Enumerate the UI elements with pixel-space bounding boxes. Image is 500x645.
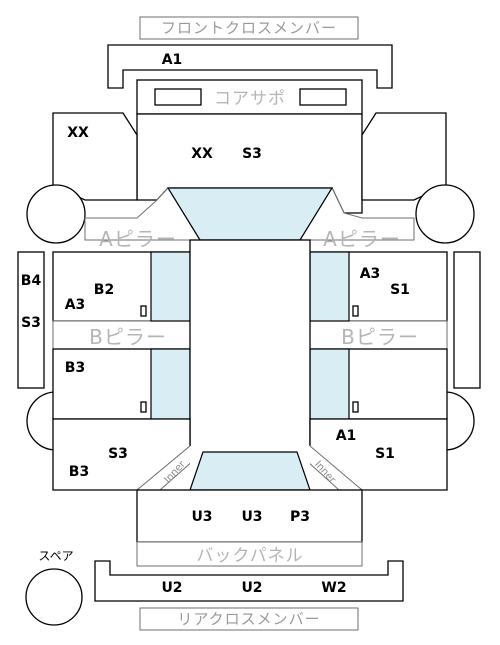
- back-panel-box: [136, 541, 363, 567]
- rear-cross-member-box: [139, 607, 359, 631]
- front-cross-bracket: [107, 44, 393, 89]
- spare-label: スペア: [38, 549, 73, 563]
- code-right-front-door-2: S1: [390, 282, 410, 298]
- back-panel-label: バックパネル: [196, 546, 303, 566]
- b-pillar-right-area: [309, 320, 448, 350]
- b-pillar-left-label: Bピラー: [89, 325, 167, 349]
- rear-cross-member-label: リアクロスメンバー: [177, 610, 320, 628]
- left-front-window: [150, 251, 191, 322]
- right-rear-door-handle: [352, 401, 359, 413]
- code-front-center-2: S3: [242, 146, 262, 162]
- code-left-rear-2: B3: [69, 464, 89, 480]
- right-front-door-handle: [352, 305, 359, 317]
- wheel-front-right: [415, 184, 475, 244]
- roof-panel: [189, 239, 311, 453]
- b-pillar-left-area: [52, 320, 191, 350]
- code-rear-cross-2: U2: [241, 580, 262, 596]
- core-support-slot-right: [299, 88, 347, 106]
- left-rocker-panel: [17, 251, 45, 389]
- right-front-window: [309, 251, 350, 322]
- code-left-rear-door: B3: [65, 360, 85, 376]
- core-support-slot-left: [154, 88, 202, 106]
- code-trunk-1: U3: [191, 509, 212, 525]
- code-front-center-1: XX: [191, 146, 213, 162]
- core-support-label: コアサポ: [214, 89, 286, 109]
- left-rear-door-handle: [140, 401, 147, 413]
- code-right-front-door-1: A3: [360, 266, 381, 282]
- wheel-front-left: [26, 184, 86, 244]
- rear-window: [189, 451, 311, 491]
- code-left-front-door-2: B2: [94, 282, 114, 298]
- trunk-lid: [136, 489, 363, 543]
- code-left-rear-1: S3: [108, 446, 128, 462]
- code-rear-cross-1: U2: [161, 580, 182, 596]
- left-rear-window: [150, 348, 191, 420]
- spare-tire: [25, 568, 83, 626]
- code-rear-cross-3: W2: [321, 580, 346, 596]
- code-left-rocker-1: B4: [21, 273, 42, 289]
- code-left-rocker-2: S3: [21, 315, 41, 331]
- a-pillar-right-label: Aピラー: [323, 227, 401, 251]
- right-rocker-panel: [453, 251, 481, 389]
- code-right-rear-2: S1: [375, 446, 395, 462]
- code-trunk-2: U3: [241, 509, 262, 525]
- code-trunk-3: P3: [290, 509, 310, 525]
- front-cross-member-box: [139, 16, 359, 40]
- left-front-door-handle: [140, 305, 147, 317]
- right-front-fender: [361, 112, 447, 201]
- code-front-left: XX: [67, 125, 89, 141]
- front-cross-member-label: フロントクロスメンバー: [161, 19, 337, 37]
- code-left-front-door-1: A3: [65, 297, 86, 313]
- b-pillar-right-label: Bピラー: [341, 325, 419, 349]
- a-pillar-left-label: Aピラー: [99, 227, 177, 251]
- code-right-rear-1: A1: [336, 428, 357, 444]
- right-rear-window: [309, 348, 350, 420]
- code-front-cross: A1: [162, 52, 183, 68]
- rear-cross-bracket: [94, 560, 404, 602]
